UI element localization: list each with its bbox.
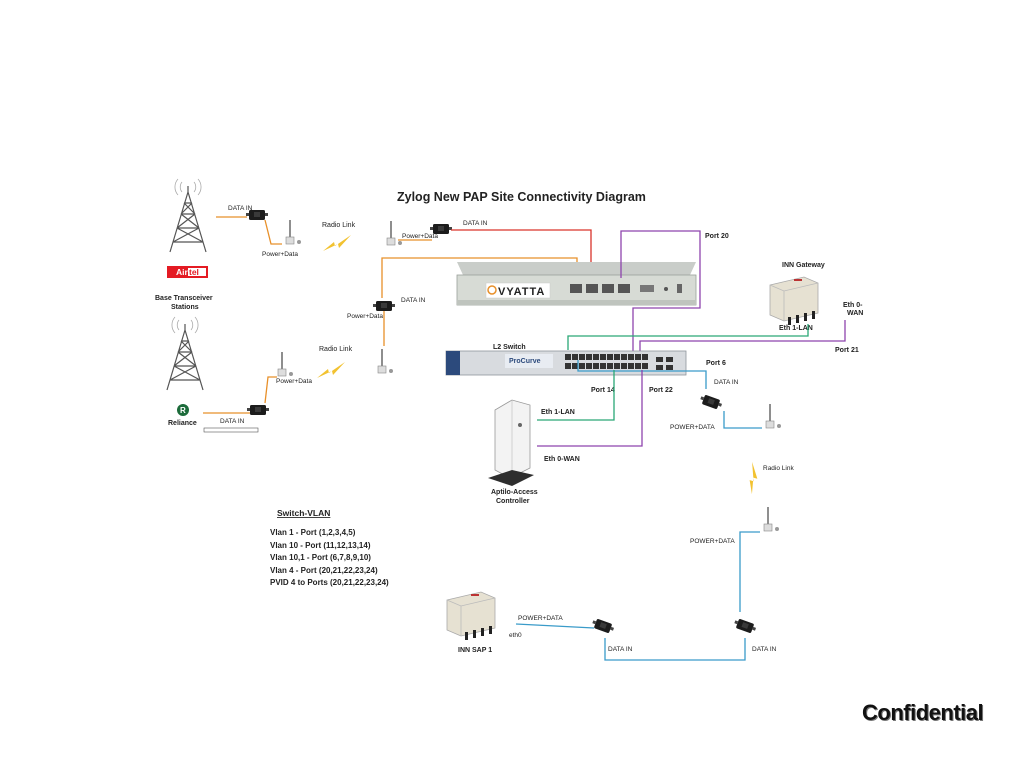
antenna-icon bbox=[377, 348, 394, 374]
orange-link-top bbox=[216, 216, 432, 245]
airtel-logo-text-a: Air bbox=[176, 267, 189, 277]
cable-bar bbox=[203, 427, 259, 433]
port20-label: Port 20 bbox=[705, 233, 729, 240]
data-in-label: DATA IN bbox=[220, 418, 245, 425]
airtel-logo: Air tel bbox=[167, 266, 208, 278]
inn-gateway-label: INN Gateway bbox=[782, 262, 825, 269]
aptilo-label-2: Controller bbox=[496, 498, 530, 505]
aptilo-label: Aptilo-Access bbox=[491, 489, 538, 496]
server-icon bbox=[488, 399, 534, 486]
vlan-line: Vlan 10,1 - Port (6,7,8,9,10) bbox=[270, 553, 371, 562]
poe-injector-icon bbox=[247, 405, 269, 415]
poe-injector-icon bbox=[590, 617, 616, 635]
procurve-text: ProCurve bbox=[509, 358, 541, 365]
inn-sap-label: INN SAP 1 bbox=[458, 647, 492, 654]
radio-link-label: Radio Link bbox=[319, 346, 353, 353]
eth1-lan-label: Eth 1-LAN bbox=[779, 325, 813, 332]
blue-link-bottom bbox=[604, 638, 746, 661]
lightning-icon bbox=[738, 461, 766, 495]
reliance-label: Reliance bbox=[168, 420, 197, 427]
bts-label-2: Stations bbox=[171, 304, 199, 311]
green-link-gateway bbox=[567, 324, 809, 350]
purple-link-port20 bbox=[620, 230, 701, 356]
vlan-line: Vlan 1 - Port (1,2,3,4,5) bbox=[270, 528, 356, 537]
reliance-logo: R bbox=[177, 404, 189, 416]
lightning-icon bbox=[317, 362, 345, 378]
purple-link-port21 bbox=[639, 320, 846, 356]
eth0-wan-label: Eth 0- bbox=[843, 302, 863, 309]
antenna-icon bbox=[277, 351, 294, 377]
data-in-label: DATA IN bbox=[608, 646, 633, 653]
poe-injector-icon bbox=[246, 210, 268, 220]
power-data-label: POWER+DATA bbox=[690, 538, 735, 545]
tower-icon bbox=[169, 178, 207, 253]
power-data-label: Power+Data bbox=[262, 251, 298, 258]
gateway-box-icon bbox=[446, 591, 496, 641]
power-data-label: Power+Data bbox=[276, 378, 312, 385]
lightning-icon bbox=[323, 235, 351, 251]
blue-link-sap bbox=[515, 623, 595, 629]
eth0-wan-label: Eth 0-WAN bbox=[544, 456, 580, 463]
radio-link-label: Radio Link bbox=[322, 222, 356, 229]
radio-link-label: Radio Link bbox=[763, 465, 794, 472]
antenna-icon bbox=[386, 220, 403, 246]
switch-icon: ProCurve bbox=[445, 350, 687, 376]
port14-label: Port 14 bbox=[591, 387, 615, 394]
vlan-line: Vlan 10 - Port (11,12,13,14) bbox=[270, 541, 371, 550]
eth0-wan-label-2: WAN bbox=[847, 310, 863, 317]
diagram-title: Zylog New PAP Site Connectivity Diagram bbox=[397, 190, 646, 204]
blue-link-right-down bbox=[739, 531, 760, 612]
vlan-line: Vlan 4 - Port (20,21,22,23,24) bbox=[270, 566, 378, 575]
poe-injector-icon bbox=[430, 224, 452, 234]
l2-switch-label: L2 Switch bbox=[493, 344, 526, 351]
data-in-label: DATA IN bbox=[401, 297, 426, 304]
power-data-label: POWER+DATA bbox=[518, 615, 563, 622]
data-in-label: DATA IN bbox=[714, 379, 739, 386]
orange-link-bottom bbox=[203, 376, 277, 414]
poe-injector-icon bbox=[698, 393, 724, 411]
power-data-label: Power+Data bbox=[402, 233, 438, 240]
confidential-footer: Confidential bbox=[862, 700, 984, 725]
purple-link-port22 bbox=[537, 370, 643, 447]
antenna-icon bbox=[763, 506, 780, 532]
gateway-box-icon bbox=[769, 276, 819, 326]
poe-injector-icon bbox=[373, 301, 395, 311]
vlan-line: PVID 4 to Ports (20,21,22,23,24) bbox=[270, 578, 389, 587]
antenna-icon bbox=[285, 219, 302, 245]
port21-label: Port 21 bbox=[835, 347, 859, 354]
eth1-lan-label: Eth 1-LAN bbox=[541, 409, 575, 416]
power-data-label: POWER+DATA bbox=[670, 424, 715, 431]
router-icon: VYATTA bbox=[456, 262, 697, 306]
data-in-label: DATA IN bbox=[752, 646, 777, 653]
data-in-label: DATA IN bbox=[463, 220, 488, 227]
poe-injector-icon bbox=[732, 617, 758, 635]
blue-link-right bbox=[723, 411, 762, 429]
vlan-title: Switch-VLAN bbox=[277, 508, 330, 518]
power-data-label: Power+Data bbox=[347, 313, 383, 320]
green-link-port14 bbox=[537, 370, 615, 421]
airtel-logo-text-b: tel bbox=[189, 267, 199, 277]
vyatta-logo-text: VYATTA bbox=[498, 286, 545, 298]
antenna-icon bbox=[765, 403, 782, 429]
svg-text:R: R bbox=[180, 406, 186, 415]
eth0-label: eth0 bbox=[509, 632, 522, 639]
tower-icon bbox=[166, 316, 204, 391]
port22-label: Port 22 bbox=[649, 387, 673, 394]
port6-label: Port 6 bbox=[706, 360, 726, 367]
bts-label: Base Transceiver bbox=[155, 295, 213, 302]
data-in-label: DATA IN bbox=[228, 205, 253, 212]
